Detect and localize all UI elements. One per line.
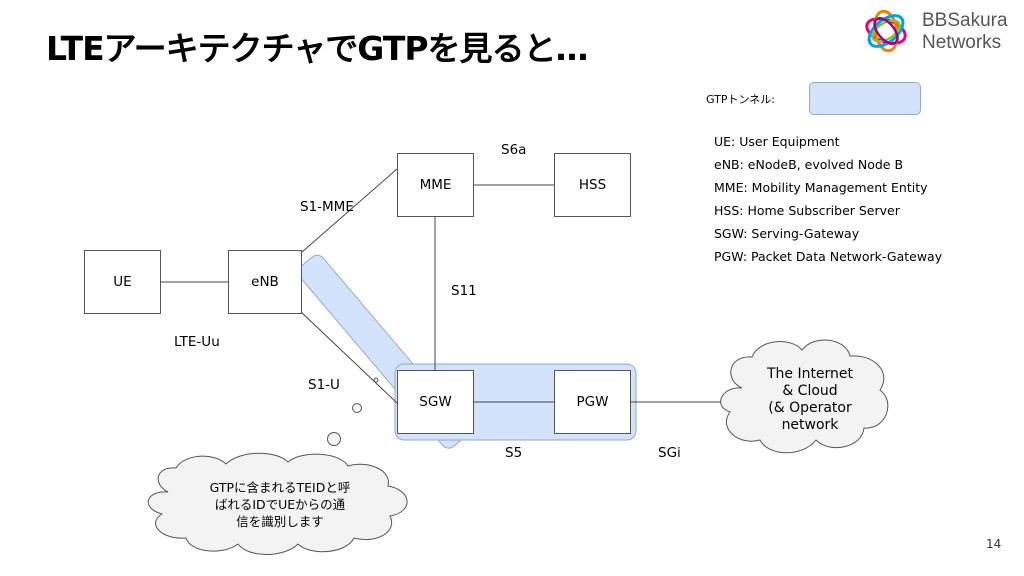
abbreviation-item: SGW: Serving-Gateway: [714, 226, 860, 241]
hss-node: HSS: [554, 153, 631, 217]
sgi-label: SGi: [658, 445, 681, 461]
abbreviation-list: UE: User Equipment eNB: eNodeB, evolved …: [714, 130, 942, 268]
sgw-node: SGW: [397, 370, 474, 434]
enb-node: eNB: [228, 250, 302, 314]
callout-text-line: ばれるIDでUEからの通: [214, 497, 346, 512]
cloud-text-line: The Internet: [766, 366, 854, 382]
s11-label: S11: [451, 283, 477, 299]
cloud-text-line: network: [781, 417, 839, 433]
abbreviation-item: UE: User Equipment: [714, 134, 840, 149]
page-number: 14: [986, 537, 1002, 551]
abbreviation-item: MME: Mobility Management Entity: [714, 180, 928, 195]
lte-uu-label: LTE-Uu: [174, 334, 220, 350]
mme-node: MME: [397, 153, 474, 217]
internet-cloud-text: The Internet & Cloud (& Operator network: [745, 366, 875, 434]
cloud-text-line: & Cloud: [782, 383, 838, 399]
slide-title: LTEアーキテクチャでGTPを見ると…: [46, 29, 589, 68]
pgw-node: PGW: [554, 370, 631, 434]
logo-line-2: Networks: [922, 32, 1002, 53]
company-logo-text: BBSakura Networks: [922, 10, 1008, 54]
s1-mme-label: S1-MME: [300, 199, 354, 215]
logo-line-1: BBSakura: [922, 10, 1008, 31]
thought-bubble-dot: [327, 432, 341, 446]
s5-label: S5: [505, 445, 523, 461]
s1-mme-link: [301, 168, 398, 253]
s1-u-label: S1-U: [308, 377, 340, 393]
callout-text-line: GTPに含まれるTEIDと呼: [209, 480, 351, 495]
gtp-tunnel-legend-swatch: [809, 82, 921, 115]
ue-node: UE: [84, 250, 161, 314]
gtp-tunnel-legend-label: GTPトンネル:: [706, 93, 775, 106]
cloud-text-line: (& Operator: [768, 400, 852, 416]
internet-cloud-shape: [720, 339, 889, 454]
s1-u-link: [299, 310, 398, 404]
thought-bubble-dot: [352, 403, 362, 413]
thought-bubble-dot: [373, 377, 379, 383]
teid-callout-cloud-shape: [147, 452, 408, 555]
abbreviation-item: PGW: Packet Data Network-Gateway: [714, 249, 943, 264]
s6a-label: S6a: [501, 142, 527, 158]
bbsakura-flower-logo-icon: [865, 9, 907, 53]
abbreviation-item: HSS: Home Subscriber Server: [714, 203, 900, 218]
abbreviation-item: eNB: eNodeB, evolved Node B: [714, 157, 904, 172]
callout-text-line: 信を識別します: [236, 514, 324, 529]
teid-callout-text: GTPに含まれるTEIDと呼 ばれるIDでUEからの通 信を識別します: [180, 479, 380, 530]
